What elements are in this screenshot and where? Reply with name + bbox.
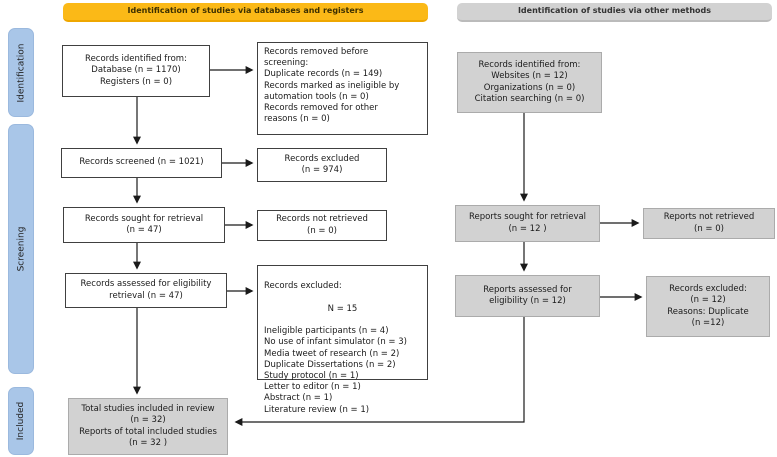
stage-label-identification: Identification <box>8 28 34 117</box>
stage-label-identification-text: Identification <box>16 42 27 103</box>
header-databases-registers: Identification of studies via databases … <box>63 3 428 22</box>
excluded-eligibility-title: Records excluded: <box>264 281 342 292</box>
stage-label-screening: Screening <box>8 124 34 374</box>
stage-label-screening-text: Screening <box>16 226 27 272</box>
box-records-screened: Records screened (n = 1021) <box>61 148 222 178</box>
box-reports-excluded-duplicate: Records excluded: (n = 12) Reasons: Dupl… <box>646 276 770 337</box>
stage-label-included: Included <box>8 387 34 455</box>
box-total-studies-included: Total studies included in review (n = 32… <box>68 398 228 455</box>
box-records-removed-before-screening: Records removed before screening: Duplic… <box>257 42 428 135</box>
box-reports-sought-retrieval: Reports sought for retrieval (n = 12 ) <box>455 205 600 242</box>
header-other-methods: Identification of studies via other meth… <box>457 3 772 22</box>
box-reports-not-retrieved: Reports not retrieved (n = 0) <box>643 208 775 239</box>
excluded-eligibility-count: N = 15 <box>327 303 358 314</box>
box-records-sought-retrieval: Records sought for retrieval (n = 47) <box>63 207 225 243</box>
box-records-assessed-eligibility: Records assessed for eligibility retriev… <box>65 273 227 308</box>
excluded-eligibility-reasons: Ineligible participants (n = 4) No use o… <box>264 326 407 415</box>
box-records-not-retrieved: Records not retrieved (n = 0) <box>257 210 387 241</box>
box-records-excluded-screening: Records excluded (n = 974) <box>257 148 387 182</box>
box-reports-assessed-eligibility: Reports assessed for eligibility (n = 12… <box>455 275 600 317</box>
stage-label-included-text: Included <box>16 401 27 441</box>
box-records-identified-other: Records identified from: Websites (n = 1… <box>457 52 602 113</box>
box-records-identified-databases: Records identified from: Database (n = 1… <box>62 45 210 97</box>
box-records-excluded-eligibility: Records excluded: N = 15 Ineligible part… <box>257 265 428 415</box>
